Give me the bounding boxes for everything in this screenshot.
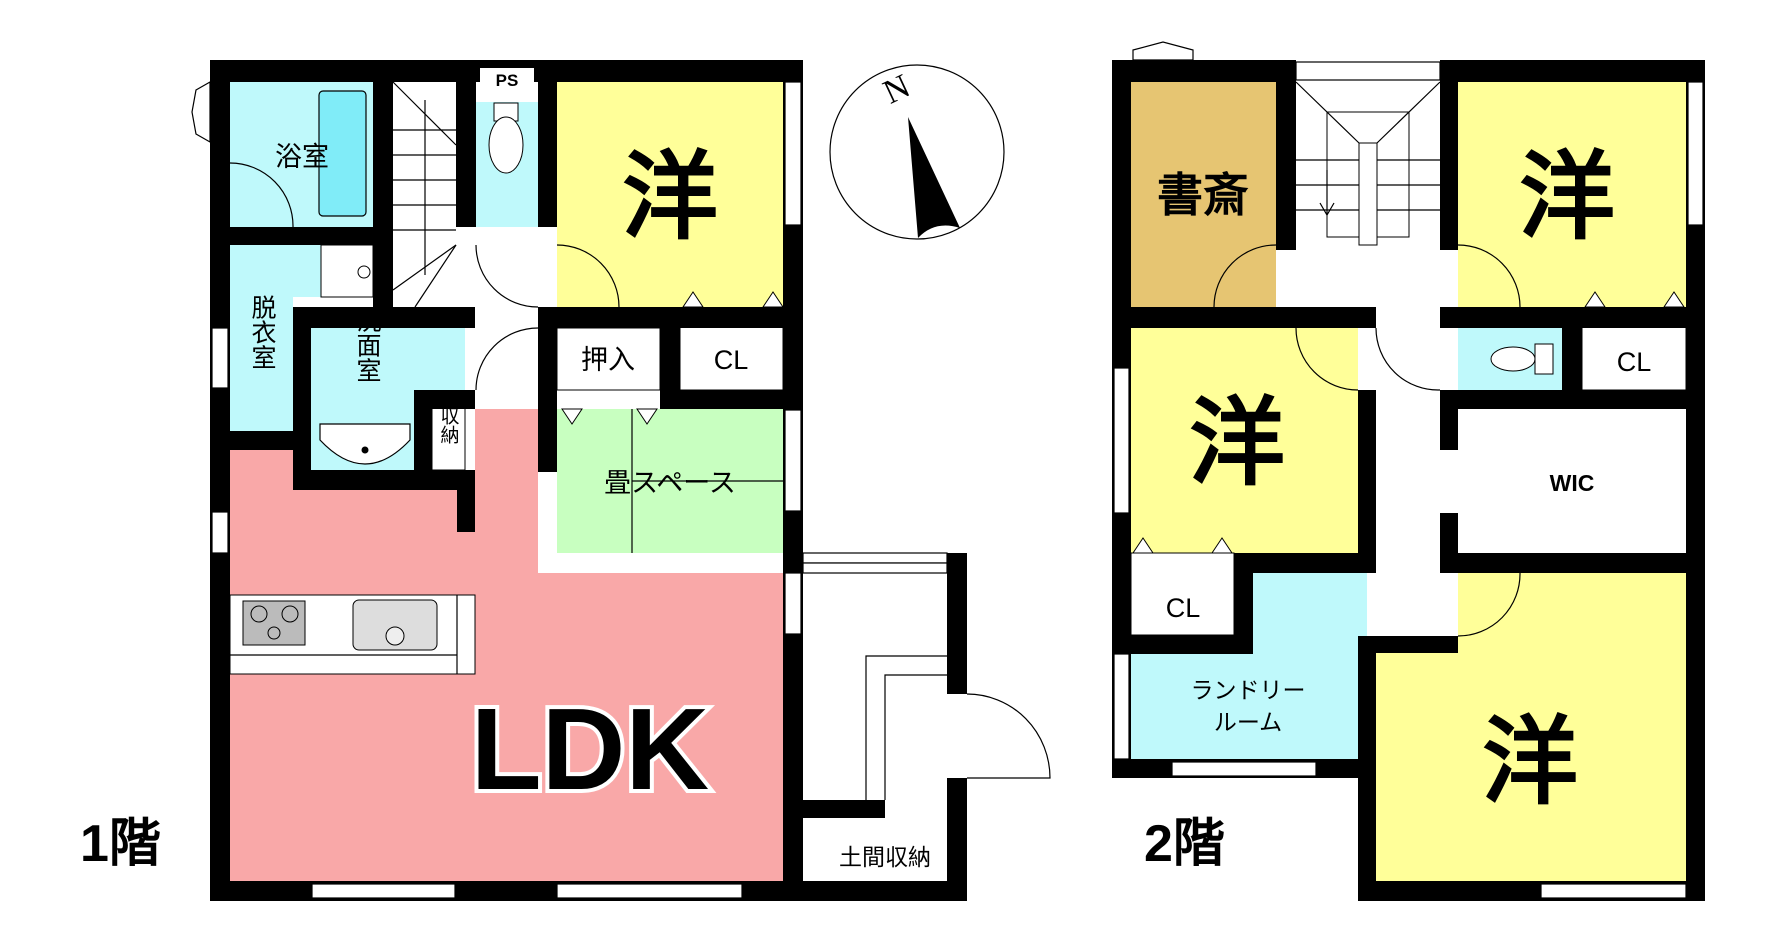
label-ldk: LDK (471, 684, 709, 814)
label-western-1f: 洋 (622, 144, 718, 251)
western-room-se-upper (1458, 573, 1686, 653)
western-door-swing (556, 244, 620, 308)
label-laundry-line1: ランドリー (1191, 677, 1306, 703)
stair-down-arrow-icon (1319, 170, 1335, 217)
north-compass: N (829, 64, 1005, 240)
label-wic: WIC (1550, 470, 1595, 496)
label-study: 書斎 (1157, 169, 1249, 221)
drain-icon (357, 265, 371, 279)
toilet-bowl-2f (1490, 346, 1536, 372)
label-western-w: 洋 (1189, 390, 1285, 497)
label-bath: 浴室 (275, 142, 329, 172)
western-room-ne (1458, 82, 1686, 307)
western-ne-door-swing (1457, 244, 1521, 308)
label-ps: PS (496, 71, 519, 90)
label-doma-storage: 土間収納 (839, 844, 931, 870)
washroom-door-swing (475, 327, 539, 391)
closet-door-markers-2f (1132, 291, 1685, 554)
floor-2: 書斎 洋 洋 洋 CL CL WIC ランドリー ルーム 2階 (1112, 41, 1705, 901)
walk-in-closet (1458, 409, 1686, 553)
dressing-room-upper (230, 245, 321, 297)
label-laundry-line2: ルーム (1214, 709, 1282, 735)
label-washroom: 洗面室 (353, 308, 382, 383)
bathtub (318, 90, 367, 217)
toilet-2f-door-swing (1375, 327, 1441, 391)
staircase-1f (392, 81, 457, 308)
doma-annex (802, 552, 1051, 901)
staircase-2f (1295, 62, 1441, 246)
western-room-w (1131, 328, 1358, 553)
floor-1: 浴室 脱衣室 洗面室 収納 PS 洋 押入 CL 畳スペース LDK 土間収納 … (80, 60, 1051, 901)
entrance-door-swing (966, 693, 1051, 779)
toilet-bowl (488, 116, 524, 174)
floor-1-label: 1階 (80, 815, 161, 873)
toilet-door-swing (475, 244, 539, 308)
label-storage: 収納 (438, 406, 460, 444)
label-closet-1f: CL (714, 345, 749, 375)
western-w-door-swing (1295, 327, 1359, 391)
study-door-swing (1213, 244, 1277, 308)
windows-2f (1113, 41, 1704, 899)
label-western-ne: 洋 (1519, 144, 1615, 251)
label-oshiire: 押入 (581, 345, 635, 375)
sink-icon (352, 599, 438, 651)
walls-2f (1112, 60, 1705, 901)
floor-2-label: 2階 (1144, 815, 1225, 873)
wash-basin (319, 423, 411, 465)
label-closet-ne: CL (1617, 347, 1652, 377)
western-room-se (1376, 653, 1686, 881)
label-dressing: 脱衣室 (248, 295, 277, 370)
stove-icon (242, 600, 306, 646)
label-tatami: 畳スペース (604, 468, 736, 498)
label-western-se: 洋 (1482, 709, 1578, 816)
toilet-tank-2f (1534, 343, 1554, 375)
basin-drain (361, 446, 369, 454)
windows-1f (191, 68, 802, 899)
north-arrow-icon (908, 117, 960, 238)
study-room (1131, 82, 1276, 307)
western-se-door-swing (1457, 572, 1521, 637)
ldk-floor (230, 409, 783, 881)
western-room-1f (557, 82, 783, 307)
laundry-room (1131, 573, 1367, 759)
closet-door-markers (561, 291, 784, 425)
ps-shaft (480, 68, 534, 88)
label-closet-w: CL (1166, 593, 1201, 623)
bath-door-swing (229, 162, 294, 228)
